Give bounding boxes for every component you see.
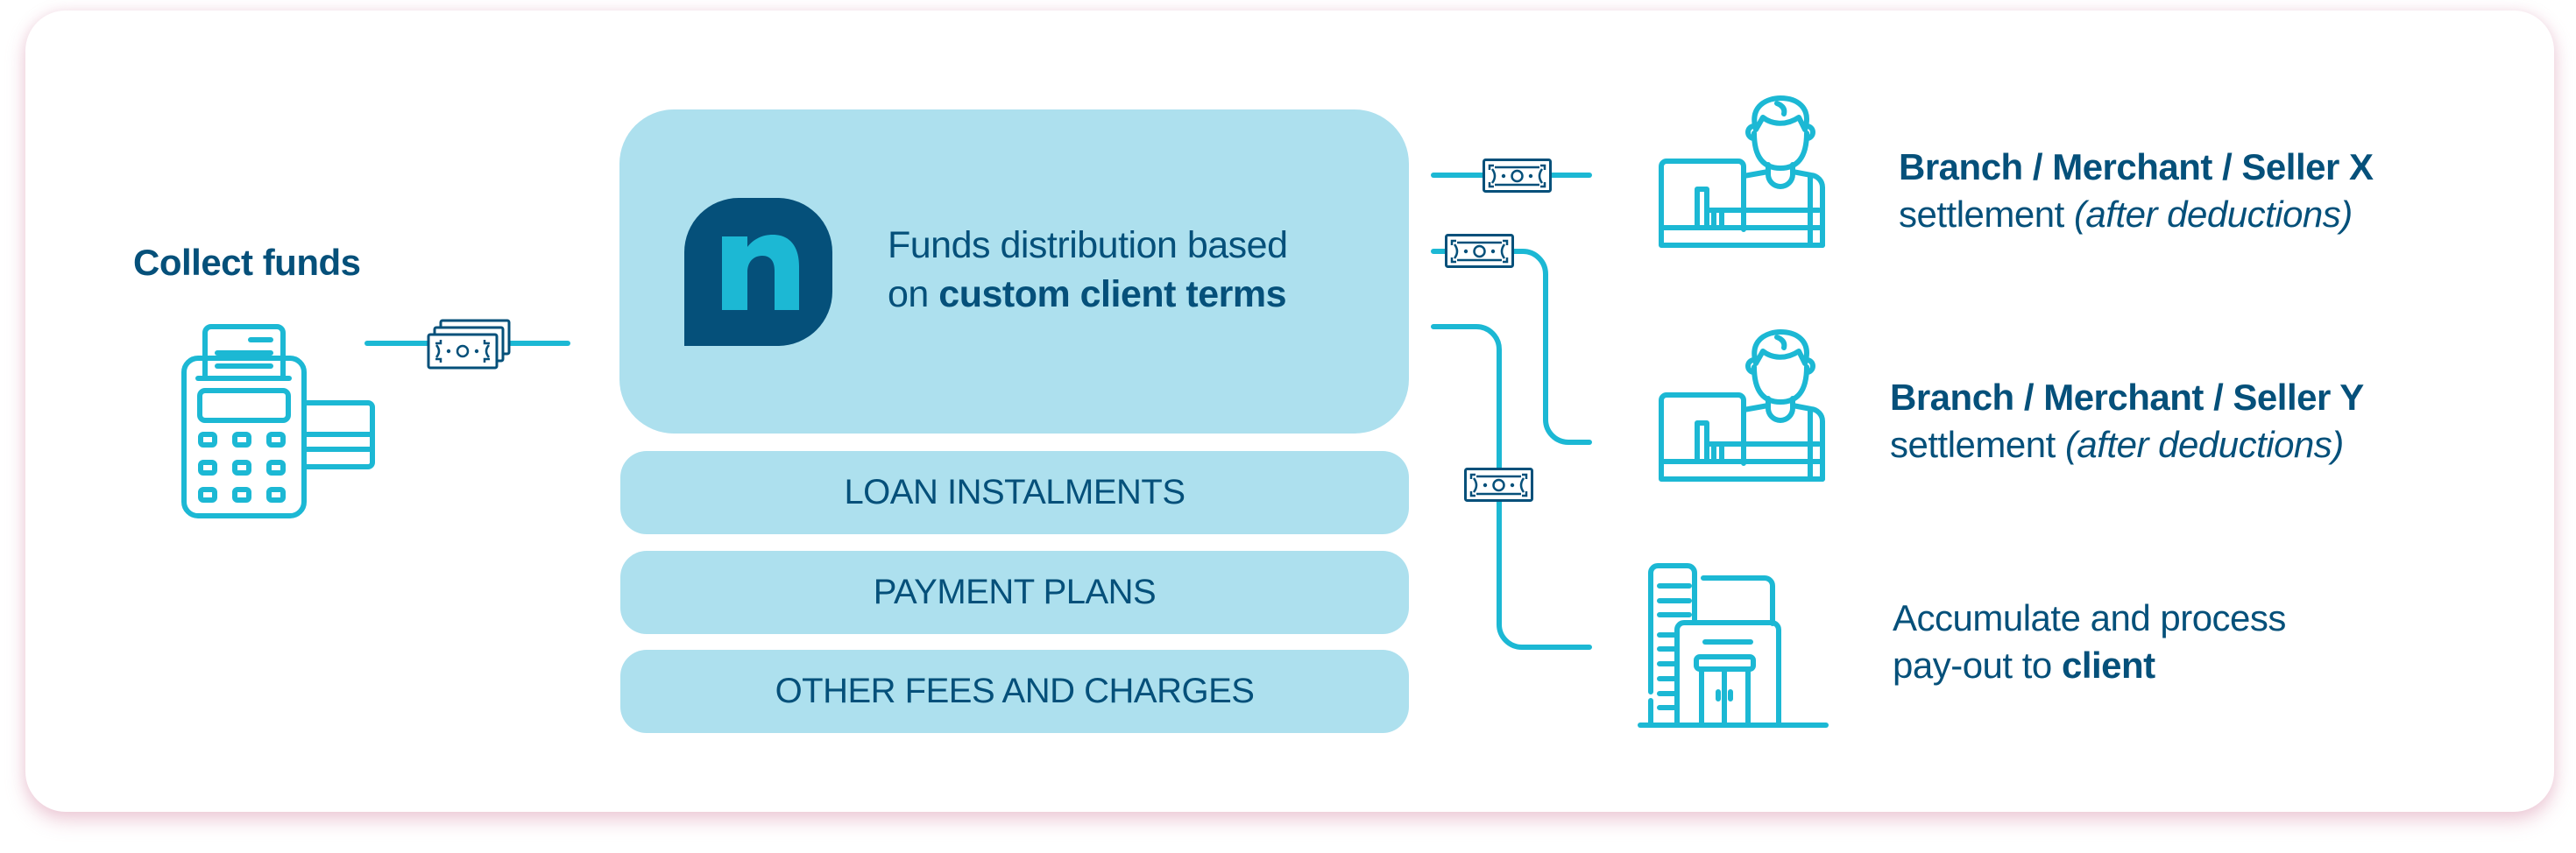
brand-logo [684, 198, 832, 346]
cash-stack-icon [427, 319, 511, 370]
banknote-icon [1464, 468, 1533, 502]
distribution-line-2: on custom client terms [888, 270, 1288, 319]
destination-seller-x: Branch / Merchant / Seller X settlement … [1899, 144, 2374, 238]
flow-line-seller-y [1431, 249, 1592, 445]
deduction-other-fees: OTHER FEES AND CHARGES [620, 650, 1409, 733]
deduction-label: OTHER FEES AND CHARGES [775, 672, 1255, 710]
line-2-bold: client [2061, 645, 2155, 686]
brand-logo-shape [684, 198, 832, 346]
deduction-label: PAYMENT PLANS [873, 573, 1157, 611]
distribution-line-1: Funds distribution based [888, 224, 1288, 266]
subtitle-plain: settlement [1899, 194, 2074, 235]
destination-line-1: Accumulate and process [1893, 597, 2286, 638]
distribution-description: Funds distribution based on custom clien… [888, 221, 1288, 319]
collect-funds-title: Collect funds [133, 242, 361, 283]
distribution-line-2-prefix: on [888, 273, 939, 315]
destination-client-payout: Accumulate and process pay-out to client [1893, 595, 2286, 689]
office-building-icon [1638, 563, 1829, 728]
destination-line-2: pay-out to client [1893, 642, 2286, 689]
deduction-label: LOAN INSTALMENTS [844, 473, 1185, 511]
merchant-at-desk-icon [1659, 95, 1826, 248]
destination-seller-y: Branch / Merchant / Seller Y settlement … [1890, 374, 2364, 469]
banknote-icon [1445, 234, 1514, 268]
distribution-line-2-bold: custom client terms [938, 273, 1287, 315]
subtitle-italic: (after deductions) [2073, 194, 2353, 235]
banknote-icon [1483, 159, 1552, 193]
line-2-prefix: pay-out to [1893, 645, 2062, 686]
subtitle-plain: settlement [1890, 424, 2065, 465]
pos-terminal-icon [181, 324, 375, 518]
subtitle-italic: (after deductions) [2064, 424, 2344, 465]
destination-title: Branch / Merchant / Seller Y [1890, 377, 2364, 418]
brand-logo-letter [722, 235, 799, 310]
merchant-at-desk-icon [1659, 329, 1826, 482]
destination-subtitle: settlement (after deductions) [1899, 191, 2374, 238]
incoming-flow-line [364, 341, 570, 346]
deduction-payment-plans: PAYMENT PLANS [620, 551, 1409, 634]
destination-title: Branch / Merchant / Seller X [1899, 146, 2374, 187]
deduction-loan-instalments: LOAN INSTALMENTS [620, 451, 1409, 534]
destination-subtitle: settlement (after deductions) [1890, 421, 2364, 469]
